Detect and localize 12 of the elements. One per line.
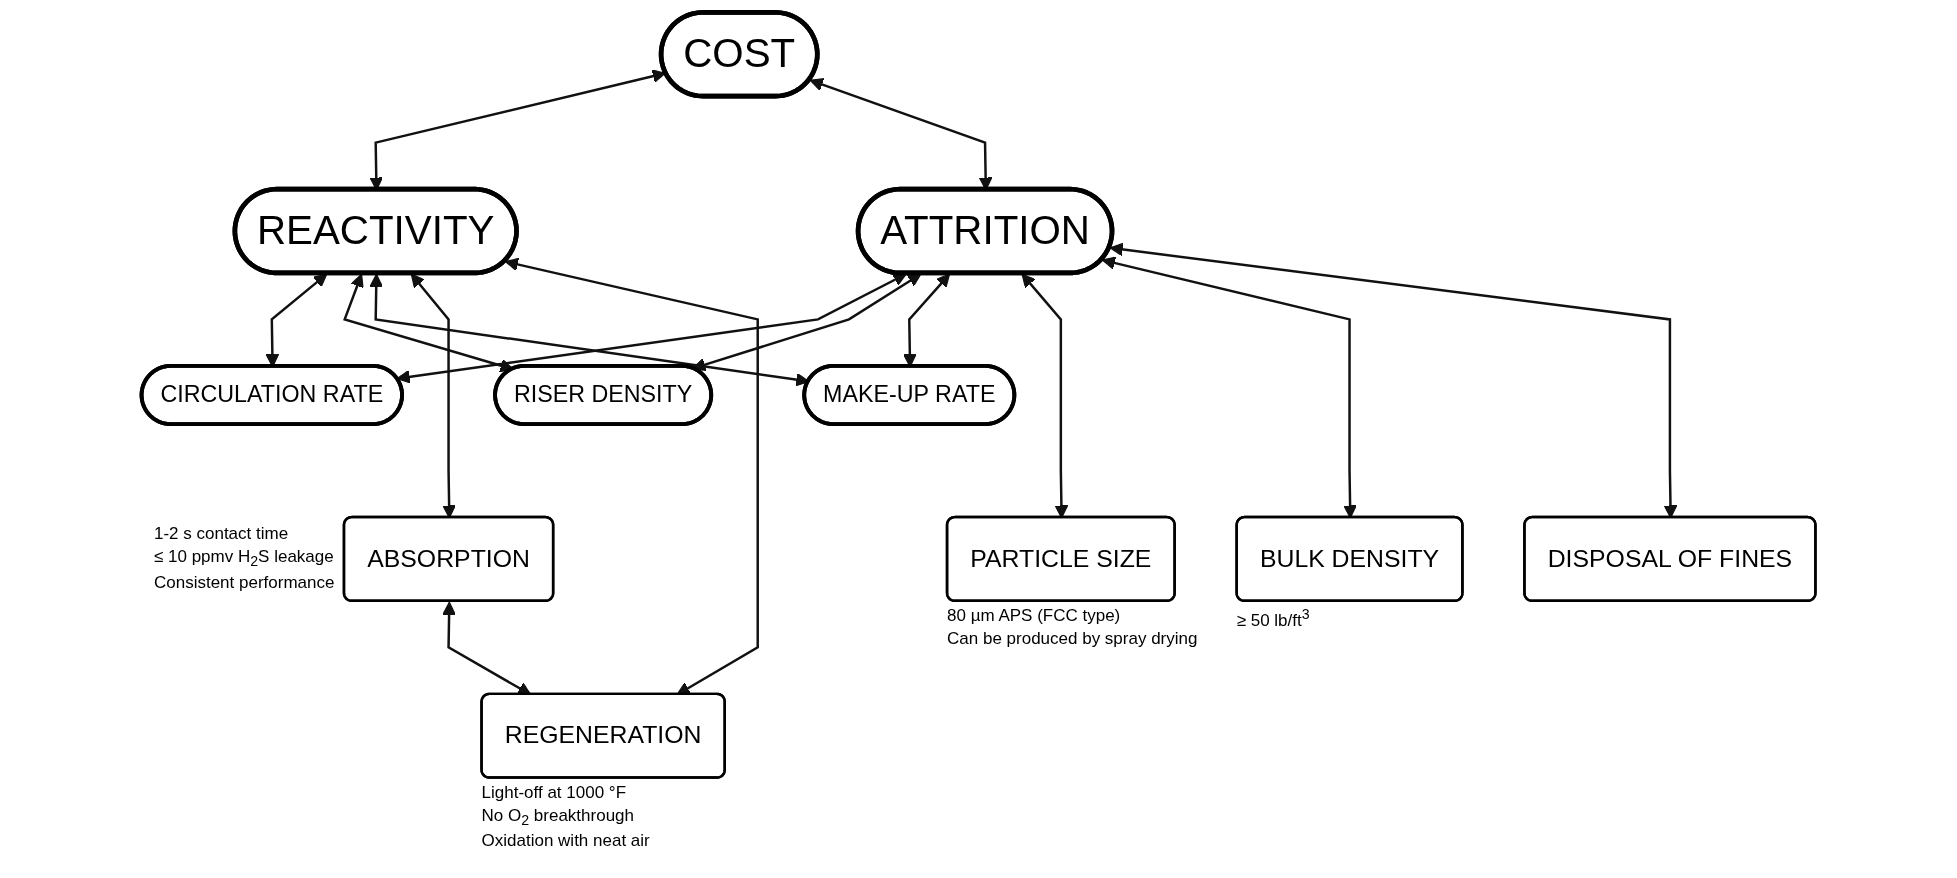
bullet-text: ≤ 10 ppmv H$_{2}$S leakage bbox=[153, 546, 335, 572]
bullet-text: 1-2 s contact time bbox=[153, 523, 290, 546]
bullet-text: Consistent performance bbox=[153, 571, 335, 594]
arrow bbox=[343, 273, 514, 373]
bullet-text: Oxidation with neat air bbox=[481, 830, 650, 853]
bullet-text: 80 µm APS (FCC type) bbox=[947, 604, 1122, 627]
bullet-text: Can be produced by spray drying bbox=[947, 627, 1198, 650]
bullet-text: Light-off at 1000 °F bbox=[481, 781, 627, 804]
bullet-text: ≥ 50 lb/ft$^{3}$ bbox=[1236, 604, 1310, 632]
bullet-text: No O$_{2}$ breakthrough bbox=[481, 804, 635, 830]
arrow bbox=[396, 273, 907, 384]
arrow bbox=[692, 273, 922, 372]
